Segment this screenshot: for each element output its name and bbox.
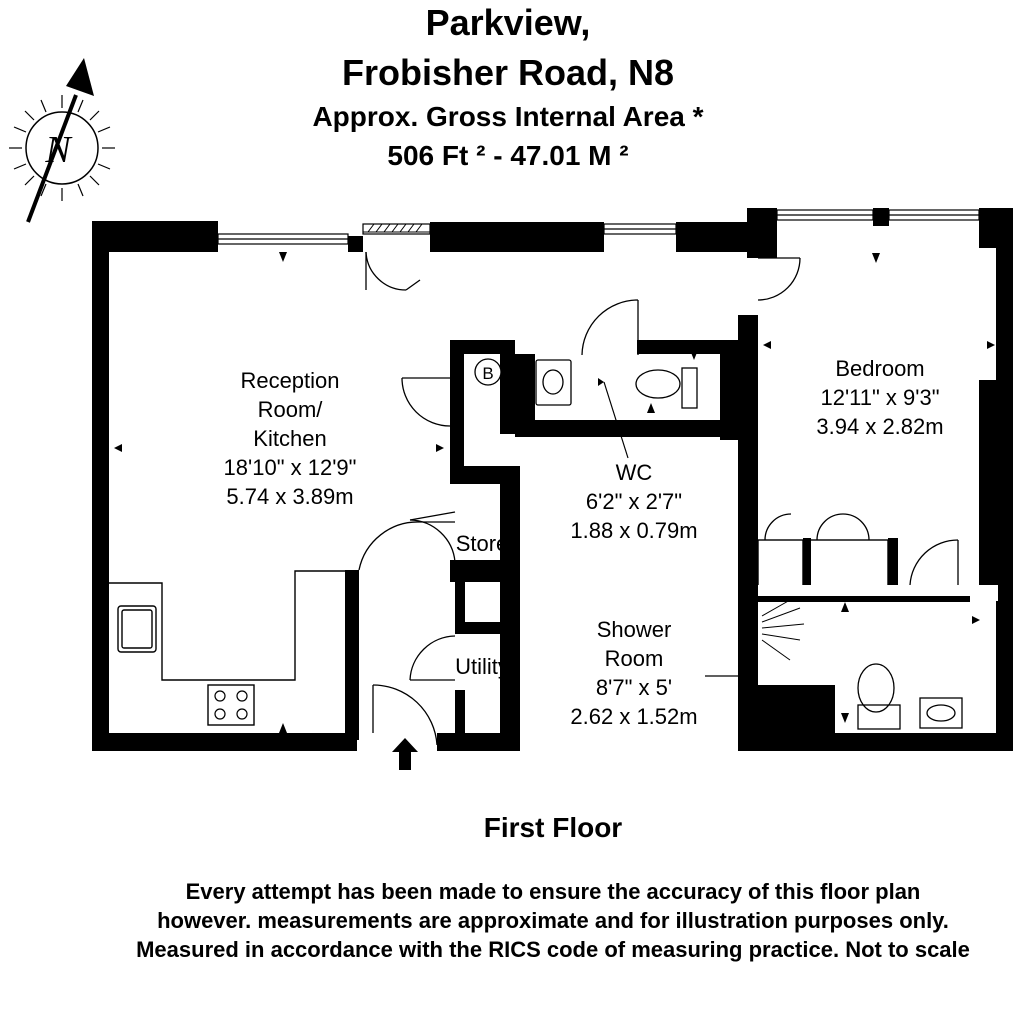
wardrobe-walls — [758, 538, 998, 602]
hob-icon — [214, 690, 248, 720]
reception-label-1: Reception — [240, 368, 339, 393]
wc-imperial: 6'2" x 2'7" — [586, 489, 682, 514]
property-address: Frobisher Road, N8 — [341, 52, 675, 93]
kitchen-worktop — [109, 570, 345, 726]
wc-metric: 1.88 x 0.79m — [570, 518, 697, 543]
area-value: 506 Ft ² - 47.01 M ² — [387, 140, 629, 171]
north-arrow-icon: N — [9, 58, 115, 223]
boiler-icon: B — [474, 358, 502, 386]
floor-name: First Floor — [483, 812, 623, 843]
disclaimer-line-2: however. measurements are approximate an… — [157, 908, 949, 933]
shower-metric: 2.62 x 1.52m — [570, 704, 697, 729]
entrance-arrow-icon — [392, 738, 418, 770]
windows — [217, 209, 980, 245]
shower-icon — [761, 599, 805, 661]
utility-label: Utility — [455, 654, 509, 679]
compass-label: N — [44, 129, 73, 171]
wardrobes — [757, 539, 889, 589]
shower-label-2: Room — [605, 646, 664, 671]
reception-label-2: Room/ — [258, 397, 324, 422]
store-label: Store — [456, 531, 509, 556]
property-name: Parkview, — [425, 2, 591, 43]
disclaimer-line-3: Measured in accordance with the RICS cod… — [136, 937, 970, 962]
disclaimer-line-1: Every attempt has been made to ensure th… — [185, 879, 921, 904]
reception-label-3: Kitchen — [253, 426, 326, 451]
shower-label-1: Shower — [597, 617, 672, 642]
bedroom-metric: 3.94 x 2.82m — [816, 414, 943, 439]
area-caption: Approx. Gross Internal Area * — [312, 101, 704, 132]
bedroom-imperial: 12'11" x 9'3" — [820, 385, 939, 410]
balcony-hatch — [363, 223, 430, 233]
dimension-leaders — [603, 381, 738, 677]
wc-fittings — [535, 359, 963, 730]
reception-imperial: 18'10" x 12'9" — [224, 455, 357, 480]
wc-label: WC — [616, 460, 653, 485]
shower-imperial: 8'7" x 5' — [596, 675, 672, 700]
boiler-label: B — [482, 364, 493, 383]
doors — [358, 251, 959, 746]
bedroom-label: Bedroom — [835, 356, 924, 381]
dimension-arrows — [114, 252, 995, 733]
walls — [92, 208, 1013, 751]
reception-metric: 5.74 x 3.89m — [226, 484, 353, 509]
